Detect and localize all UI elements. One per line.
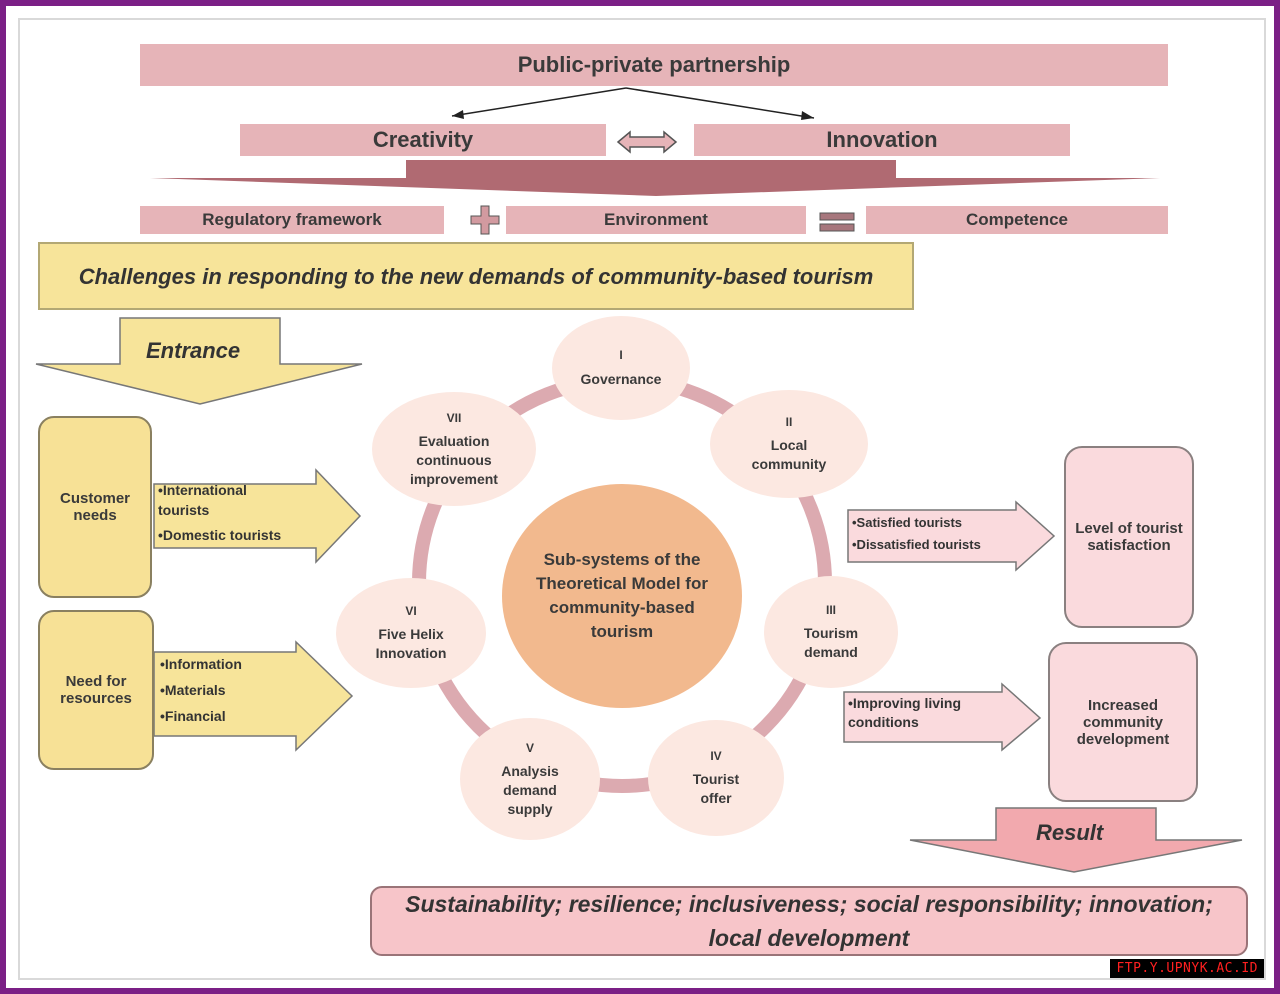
- resources-list: •Information •Materials •Financial: [160, 652, 242, 730]
- node-analysis-demand-supply: V Analysis demand supply: [460, 718, 600, 840]
- list-item-living: •Improving living conditions: [848, 695, 962, 730]
- list-item-materials: •Materials: [160, 681, 226, 698]
- double-arrow-icon: [616, 130, 678, 154]
- tourist-satisfaction-box: Level of tourist satisfaction: [1064, 446, 1194, 628]
- list-item-financial: •Financial: [160, 707, 226, 724]
- ppp-to-creativity-line: [451, 87, 627, 117]
- outcomes-box: Sustainability; resilience; inclusivenes…: [370, 886, 1248, 956]
- need-resources-box: Need for resources: [38, 610, 154, 770]
- node-governance: I Governance: [552, 316, 690, 420]
- ppp-to-innovation-line: [625, 87, 815, 119]
- node-five-helix-innovation: VI Five Helix Innovation: [336, 578, 486, 688]
- node-number: VII: [446, 410, 462, 425]
- community-development-box: Increased community development: [1048, 642, 1198, 802]
- diagram-canvas: Public-private partnership Creativity In…: [6, 6, 1274, 988]
- customer-needs-box: Customer needs: [38, 416, 152, 598]
- inner-frame: [18, 18, 1266, 980]
- node-label: Analysis demand supply: [501, 762, 559, 817]
- list-item-satisfied: •Satisfied tourists: [852, 515, 963, 530]
- regulatory-framework-bar: Regulatory framework: [140, 206, 444, 234]
- node-evaluation: VII Evaluation continuous improvement: [372, 392, 536, 506]
- result-arrow: [909, 807, 1243, 873]
- list-item-information: •Information: [160, 656, 242, 672]
- node-number: VI: [405, 604, 417, 619]
- environment-bar: Environment: [506, 206, 806, 234]
- node-number: II: [785, 415, 793, 430]
- living-list: •Improving living conditions: [848, 694, 988, 732]
- node-label: Five Helix Innovation: [375, 626, 447, 662]
- satisfaction-arrow: [847, 500, 1056, 572]
- ppp-arrowhead-right: [801, 111, 814, 120]
- node-tourist-offer: IV Tourist offer: [648, 720, 784, 836]
- creativity-bar: Creativity: [240, 124, 606, 156]
- entrance-arrow: [35, 317, 363, 405]
- entrance-label: Entrance: [146, 338, 241, 363]
- resources-arrow: [153, 640, 354, 752]
- challenge-box: Challenges in responding to the new dema…: [38, 242, 914, 310]
- list-item-international: •International tourists: [158, 482, 247, 519]
- node-label: Tourism demand: [803, 625, 859, 661]
- plus-icon: [470, 205, 500, 235]
- node-label: Tourist offer: [692, 771, 740, 807]
- result-label: Result: [1036, 820, 1104, 845]
- node-local-community: II Local community: [710, 390, 868, 498]
- node-number: III: [825, 603, 836, 618]
- node-label: Local community: [751, 437, 827, 473]
- innovation-bar: Innovation: [694, 124, 1070, 156]
- node-label: Evaluation continuous improvement: [410, 432, 498, 487]
- node-tourism-demand: III Tourism demand: [764, 576, 898, 688]
- living-arrow: [843, 682, 1042, 752]
- node-label: Governance: [580, 370, 662, 387]
- node-number: V: [525, 740, 534, 755]
- node-number: I: [619, 348, 623, 363]
- equals-icon-bottom: [819, 223, 855, 232]
- node-number: IV: [710, 749, 722, 764]
- list-item-dissatisfied: •Dissatisfied tourists: [852, 537, 981, 553]
- public-private-partnership-bar: Public-private partnership: [140, 44, 1168, 86]
- watermark: FTP.Y.UPNYK.AC.ID: [1110, 959, 1264, 978]
- customer-needs-arrow: [153, 468, 362, 564]
- competence-bar: Competence: [866, 206, 1168, 234]
- satisfaction-list: •Satisfied tourists •Dissatisfied touris…: [852, 512, 981, 556]
- customer-needs-list: •International tourists •Domestic touris…: [158, 480, 281, 545]
- ppp-arrowhead-left: [452, 110, 464, 119]
- list-item-domestic: •Domestic tourists: [158, 526, 282, 543]
- equals-icon-top: [819, 212, 855, 221]
- down-chevron-band: [150, 160, 1160, 196]
- center-subsystems-circle: Sub-systems of the Theoretical Model for…: [502, 484, 742, 708]
